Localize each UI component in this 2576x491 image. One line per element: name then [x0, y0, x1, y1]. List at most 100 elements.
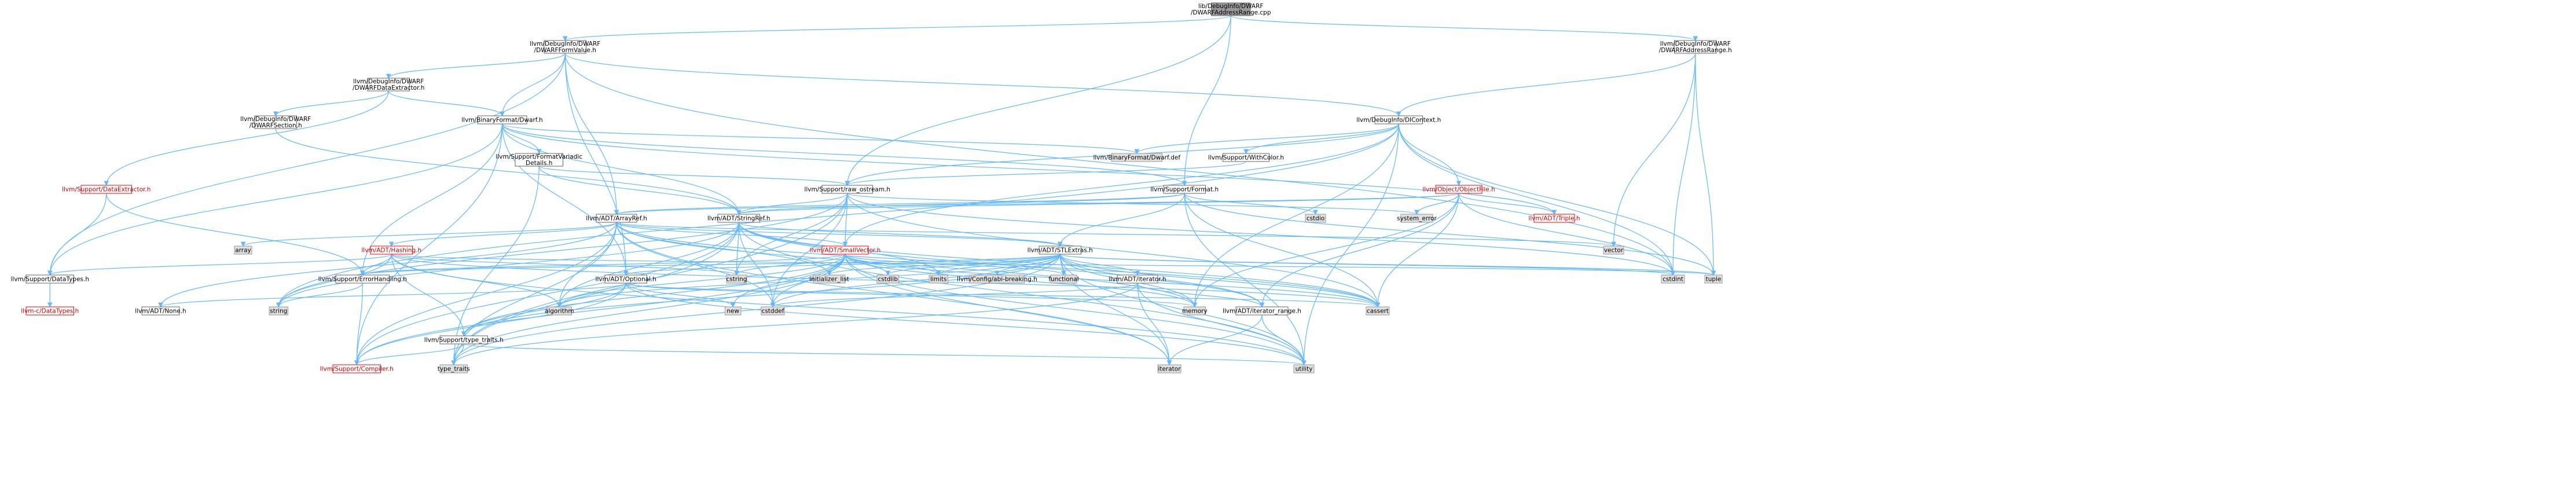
- node-cstddef[interactable]: cstddef: [761, 306, 785, 316]
- node-box: [80, 185, 132, 194]
- arrowhead-stlextras-to-limits: [935, 270, 941, 276]
- node-tuple[interactable]: tuple: [1704, 274, 1723, 284]
- edge-optional-to-compiler: [356, 283, 626, 365]
- node-box: [1603, 246, 1624, 255]
- node-hashing[interactable]: llvm/ADT/Hashing.h: [361, 246, 421, 255]
- node-label: type_traits: [438, 366, 470, 373]
- node-box: [1374, 115, 1423, 124]
- edge-formvalue-to-dwarfh: [501, 53, 566, 116]
- node-label: cstddef: [762, 308, 784, 315]
- node-label: llvm/Support/DataTypes.h: [10, 276, 89, 283]
- edge-arrayref-to-hashing: [391, 222, 617, 247]
- node-utility[interactable]: utility: [1293, 364, 1315, 373]
- node-format[interactable]: llvm/Support/Format.h: [1150, 185, 1219, 194]
- edge-stringref-to-utility: [738, 222, 1305, 365]
- node-dicontext[interactable]: llvm/DebugInfo/DIContext.h: [1356, 115, 1441, 124]
- node-label: /DWARFFormValue.h: [534, 47, 596, 54]
- node-compiler[interactable]: llvm/Support/Compiler.h: [320, 364, 394, 373]
- node-label: llvm/Config/abi-breaking.h: [957, 276, 1037, 283]
- edge-optional-to-memory: [625, 283, 1195, 307]
- node-array[interactable]: array: [234, 246, 252, 255]
- node-box: [141, 306, 180, 316]
- node-box: [604, 274, 647, 284]
- node-dwarfdef[interactable]: llvm/BinaryFormat/Dwarf.def: [1093, 153, 1180, 162]
- node-box: [1050, 274, 1077, 284]
- node-initializer_list[interactable]: initializer_list: [809, 274, 849, 284]
- edge-dwarfh-to-format: [501, 123, 1185, 186]
- node-arrayref[interactable]: llvm/ADT/ArrayRef.h: [586, 214, 647, 223]
- edge-withcolor-to-rawostream: [847, 161, 1247, 186]
- node-iterator_range[interactable]: llvm/ADT/iterator_range.h: [1223, 306, 1301, 316]
- node-root[interactable]: lib/DebugInfo/DWARF/DWARFAddressRange.cp…: [1191, 2, 1271, 16]
- node-vector[interactable]: vector: [1603, 246, 1624, 255]
- arrowhead-objectfile-to-triple: [1551, 210, 1557, 215]
- node-typetraits_support[interactable]: llvm/Support/type_traits.h: [424, 335, 504, 345]
- node-support_dataextractor[interactable]: llvm/Support/DataExtractor.h: [62, 185, 151, 194]
- node-stlextras[interactable]: llvm/ADT/STLExtras.h: [1028, 246, 1093, 255]
- edge-formatvariadic-to-rawostream: [538, 166, 848, 186]
- node-iterator[interactable]: iterator: [1157, 364, 1181, 373]
- node-iteratorh[interactable]: llvm/ADT/iterator.h: [1109, 274, 1166, 284]
- node-new[interactable]: new: [725, 306, 742, 316]
- node-rawostream[interactable]: llvm/Support/raw_ostream.h: [804, 185, 890, 194]
- node-box: [1533, 214, 1575, 223]
- node-dataextractor_dw[interactable]: llvm/DebugInfo/DWARF/DWARFDataExtractor.…: [353, 78, 424, 91]
- node-objectfile[interactable]: llvm/Object/ObjectFile.h: [1422, 185, 1495, 194]
- edge-arrayref-to-stlextras: [616, 222, 1061, 247]
- node-cstdlib[interactable]: cstdlib: [876, 274, 899, 284]
- node-cstdint[interactable]: cstdint: [1661, 274, 1685, 284]
- node-system_error[interactable]: system_error: [1397, 214, 1437, 223]
- node-label: llvm/ADT/None.h: [135, 308, 186, 315]
- node-string[interactable]: string: [269, 306, 288, 316]
- edge-iteratorh-to-utility: [1137, 283, 1305, 365]
- node-box: [725, 306, 742, 316]
- edge-objectfile-to-system_error: [1416, 193, 1459, 215]
- arrowhead-stlextras-to-cstdlib: [885, 270, 891, 276]
- edge-support_dataextractor-to-errorhandling: [106, 193, 363, 276]
- node-addrrange[interactable]: llvm/DebugInfo/DWARF/DWARFAddressRange.h: [1659, 40, 1732, 54]
- edge-rawostream-to-cstddef: [772, 193, 848, 307]
- arrowhead-objectfile-to-stringref: [736, 210, 742, 215]
- node-stringref[interactable]: llvm/ADT/StringRef.h: [707, 214, 770, 223]
- edge-stlextras-to-algorithm: [559, 254, 1061, 307]
- arrowhead-optional-to-typetraits_support: [461, 331, 467, 337]
- node-memory[interactable]: memory: [1182, 306, 1208, 316]
- node-dwarfsection[interactable]: llvm/DebugInfo/DWARF/DWARFSection.h: [240, 115, 311, 129]
- edge-dicontext-to-withcolor: [1245, 123, 1399, 154]
- edge-rawostream-to-stringref: [738, 193, 848, 215]
- node-box: [370, 246, 413, 255]
- edge-dwarfh-to-dwarfdef: [501, 123, 1137, 154]
- node-abibreaking[interactable]: llvm/Config/abi-breaking.h: [957, 274, 1037, 284]
- node-algorithm[interactable]: algorithm: [545, 306, 574, 316]
- edge-dataextractor_dw-to-dwarfh: [388, 90, 503, 116]
- node-datatypes[interactable]: llvm/Support/DataTypes.h: [10, 274, 89, 284]
- node-cassert[interactable]: cassert: [1366, 306, 1390, 316]
- edge-smallvector-to-cstring: [736, 254, 846, 276]
- node-cdatatypes[interactable]: llvm-c/DataTypes.h: [21, 306, 79, 316]
- node-functional[interactable]: functional: [1048, 274, 1079, 284]
- node-dwarfh[interactable]: llvm/BinaryFormat/Dwarf.h: [461, 115, 543, 124]
- node-box: [1211, 2, 1251, 16]
- node-limits[interactable]: limits: [929, 274, 948, 284]
- edge-addrrange-to-tuple: [1695, 53, 1714, 276]
- node-label: memory: [1182, 308, 1208, 315]
- edge-support_dataextractor-to-datatypes: [49, 193, 107, 276]
- edge-dicontext-to-memory: [1194, 123, 1399, 307]
- node-label: cstdio: [1307, 215, 1324, 222]
- node-triple[interactable]: llvm/ADT/Triple.h: [1528, 214, 1580, 223]
- node-formvalue[interactable]: llvm/DebugInfo/DWARF/DWARFFormValue.h: [530, 40, 600, 54]
- node-withcolor[interactable]: llvm/Support/WithColor.h: [1208, 153, 1284, 162]
- node-layer: lib/DebugInfo/DWARF/DWARFAddressRange.cp…: [10, 2, 1732, 373]
- node-cstdio[interactable]: cstdio: [1305, 214, 1326, 223]
- node-errorhandling[interactable]: llvm/Support/ErrorHandling.h: [318, 274, 407, 284]
- node-smallvector[interactable]: llvm/ADT/SmallVector.h: [810, 246, 881, 255]
- node-label: /DWARFAddressRange.h: [1659, 47, 1732, 54]
- node-type_traits[interactable]: type_traits: [438, 364, 470, 373]
- node-cstring[interactable]: cstring: [726, 274, 747, 284]
- edge-arrayref-to-array: [243, 222, 617, 247]
- node-optional[interactable]: llvm/ADT/Optional.h: [596, 274, 656, 284]
- edge-smallvector-to-algorithm: [559, 254, 846, 307]
- node-box: [1366, 306, 1390, 316]
- node-none[interactable]: llvm/ADT/None.h: [135, 306, 186, 316]
